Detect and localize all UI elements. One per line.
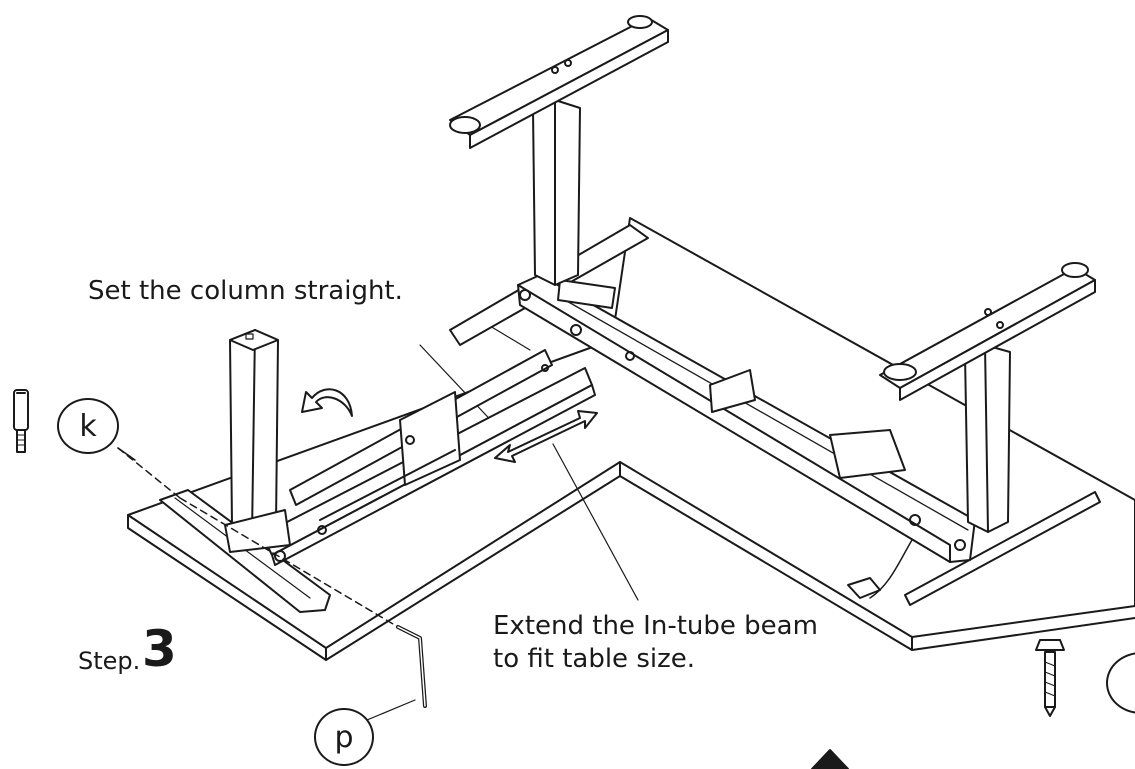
main-beam (517, 274, 976, 563)
bolt-l-icon (1035, 639, 1065, 717)
beam-leader (552, 443, 639, 601)
beam-caption: Extend the In-tube beam to fit table siz… (493, 610, 818, 676)
beam-caption-line2: to fit table size. (493, 644, 695, 674)
control-cable (869, 539, 913, 599)
callout-p: p (314, 708, 374, 766)
rotate-arrow (301, 388, 353, 417)
step-label: Step. (78, 647, 141, 675)
allen-key-p-icon (354, 625, 427, 726)
callout-k: k (57, 398, 119, 454)
column-caption: Set the column straight. (88, 276, 403, 306)
screw-k-icon (13, 389, 29, 453)
beam-caption-line1: Extend the In-tube beam (493, 611, 818, 641)
front-column (224, 329, 291, 553)
k-leader (117, 447, 136, 461)
back-column (449, 15, 669, 286)
extend-arrow (494, 410, 598, 463)
bottom-arrow-fragment (811, 749, 849, 769)
left-beam (261, 349, 596, 566)
table-top (127, 217, 1135, 661)
step-number: 3 (142, 620, 177, 678)
screw-path (117, 447, 411, 635)
right-column (879, 262, 1096, 533)
